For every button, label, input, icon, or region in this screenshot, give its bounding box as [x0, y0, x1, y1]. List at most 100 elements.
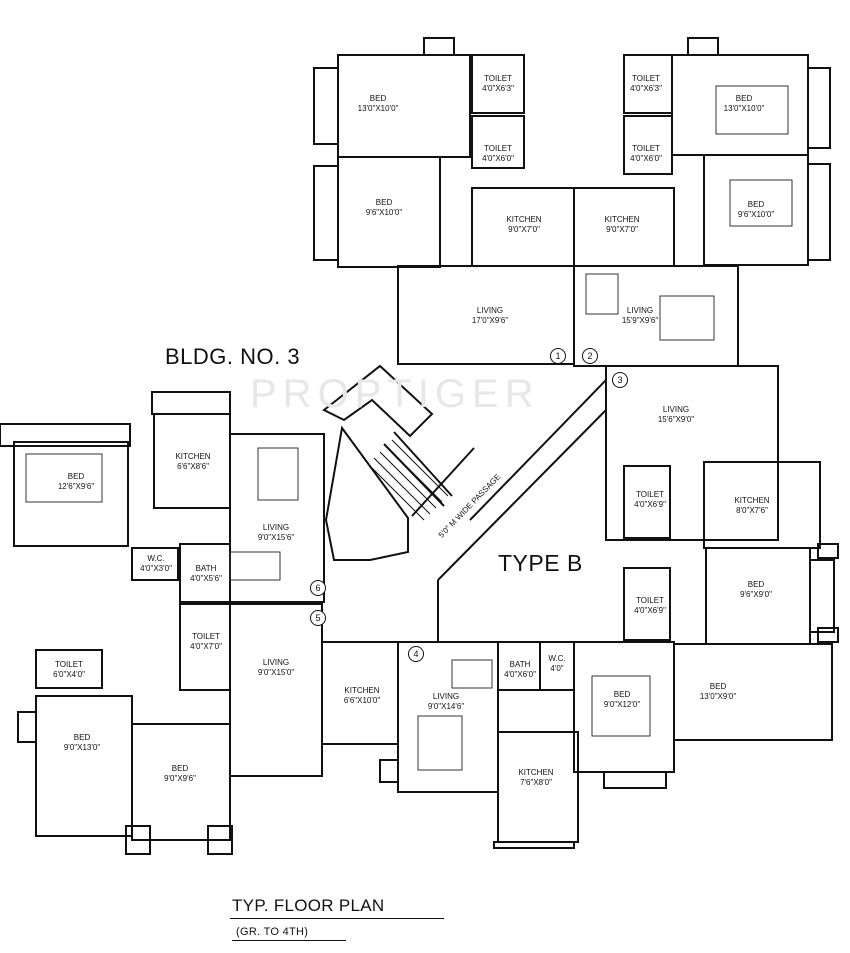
room-name: LIVING — [626, 306, 654, 315]
room-dim: 17'0"X9'6" — [471, 316, 509, 325]
room-dim: 4'0"X6'0" — [630, 154, 662, 163]
room-dim: 9'0"X14'6" — [427, 702, 465, 711]
title-underline — [230, 918, 444, 919]
room-dim: 9'0"X15'6" — [257, 533, 295, 542]
room-name: BATH — [195, 564, 217, 573]
room-dim: 13'0"X9'0" — [699, 692, 737, 701]
room-dim: 15'9"X9'6" — [621, 316, 659, 325]
room-name: W.C. — [548, 654, 566, 663]
building-label: BLDG. NO. 3 — [165, 344, 301, 369]
room-name: W.C. — [147, 554, 165, 563]
left-living-2-wall — [229, 603, 323, 777]
top-left-toilet-wall — [471, 54, 525, 114]
room-name: TOILET — [636, 596, 664, 605]
room-dim: 13'0"X10'0" — [723, 104, 765, 113]
room-dim: 9'0"X9'6" — [164, 774, 196, 783]
room-name: KITCHEN — [518, 768, 554, 777]
room-name: BED — [613, 690, 631, 699]
marker-1: 1 — [550, 348, 566, 364]
right-bed-2-wall — [673, 643, 833, 741]
room-name: TOILET — [484, 144, 512, 153]
room-dim: 13'0"X10'0" — [357, 104, 399, 113]
room-name: BED — [709, 682, 727, 691]
room-dim: 4'0"X7'0" — [190, 642, 222, 651]
marker-5: 5 — [310, 610, 326, 626]
lower-living-wall — [397, 641, 499, 793]
room-name: TOILET — [632, 144, 660, 153]
room-name: TOILET — [484, 74, 512, 83]
room-dim: 9'0"X7'0" — [606, 225, 638, 234]
room-name: TOILET — [632, 74, 660, 83]
room-name: LIVING — [262, 523, 290, 532]
room-name: LIVING — [662, 405, 690, 414]
room-name: BED — [171, 764, 189, 773]
right-living-wall — [605, 365, 779, 541]
top-left-toilet-2-wall — [471, 115, 525, 169]
room-dim: 9'0"X7'0" — [508, 225, 540, 234]
marker-6: 6 — [310, 580, 326, 596]
room-name: BATH — [509, 660, 531, 669]
left-lower-bed-wall — [35, 695, 133, 837]
room-name: LIVING — [476, 306, 504, 315]
room-dim: 4'0"X6'3" — [482, 84, 514, 93]
room-name: KITCHEN — [175, 452, 211, 461]
room-name: BED — [747, 580, 765, 589]
left-bed-wall — [13, 441, 129, 547]
room-name: BED — [369, 94, 387, 103]
room-label: W.C.4'0"X3'0" — [140, 554, 172, 574]
room-label: W.C.4'0" — [548, 654, 565, 674]
room-dim: 6'6"X8'6" — [177, 462, 209, 471]
room-dim: 4'0"X6'9" — [634, 500, 666, 509]
room-name: BED — [375, 198, 393, 207]
room-name: KITCHEN — [506, 215, 542, 224]
right-toilet-2-wall — [623, 567, 671, 641]
room-dim: 9'0"X15'0" — [257, 668, 295, 677]
room-name: KITCHEN — [344, 686, 380, 695]
left-lower-bed-2-wall — [131, 723, 231, 841]
type-label: TYPE B — [498, 550, 583, 576]
room-name: BED — [747, 200, 765, 209]
room-name: LIVING — [262, 658, 290, 667]
room-dim: 4'0"X5'6" — [190, 574, 222, 583]
room-name: TOILET — [192, 632, 220, 641]
room-name: LIVING — [432, 692, 460, 701]
room-dim: 12'6"X9'6" — [57, 482, 95, 491]
room-dim: 4'0"X3'0" — [140, 564, 172, 573]
room-dim: 9'6"X10'0" — [365, 208, 403, 217]
plan-subtitle: (GR. TO 4TH) — [236, 926, 309, 938]
room-dim: 4'0"X6'9" — [634, 606, 666, 615]
room-dim: 9'0"X12'0" — [603, 700, 641, 709]
left-wc-wall — [131, 547, 179, 581]
plan-title: TYP. FLOOR PLAN — [232, 896, 385, 915]
room-dim: 4'0"X6'0" — [482, 154, 514, 163]
subtitle-underline — [232, 940, 346, 941]
